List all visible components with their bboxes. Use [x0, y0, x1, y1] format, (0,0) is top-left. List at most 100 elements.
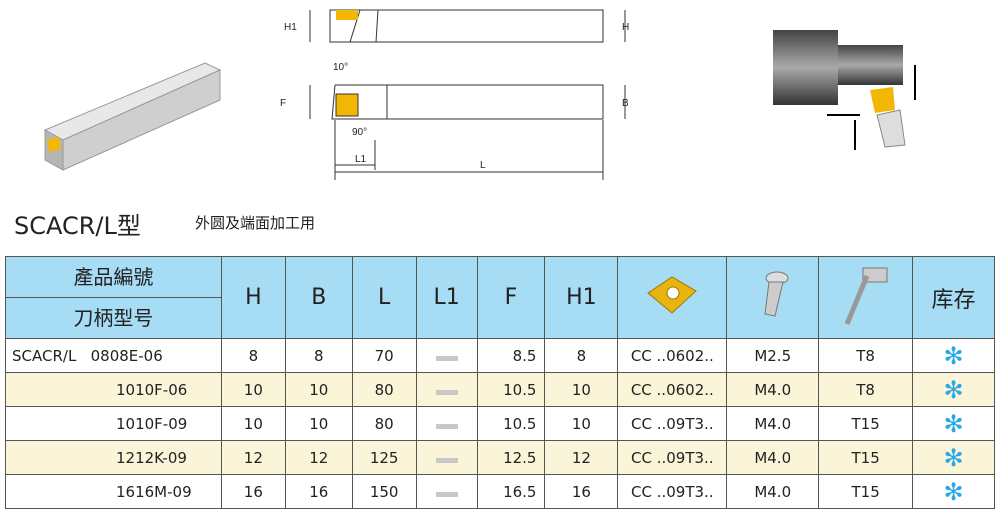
cell-l1 [415, 474, 478, 509]
label-f: F [280, 98, 287, 109]
cell-screw: M4.0 [726, 440, 820, 475]
header-model-cn2: 刀柄型号 [73, 306, 154, 330]
cell-b: 12 [284, 440, 353, 475]
header-h1: H1 [544, 256, 619, 339]
cell-l: 70 [351, 338, 417, 373]
cell-l: 80 [351, 372, 417, 407]
cell-insert: CC ..0602.. [617, 338, 728, 373]
cell-key: T15 [818, 440, 914, 475]
cell-h1: 16 [544, 474, 619, 509]
cell-key: T15 [818, 406, 914, 441]
header-l1: L1 [415, 256, 478, 339]
cell-b: 10 [284, 372, 353, 407]
cell-key: T8 [818, 372, 914, 407]
in-stock-icon: ✻ [943, 409, 964, 438]
cell-model: 1010F-06 [5, 372, 222, 407]
cell-f: 10.5 [476, 406, 546, 441]
product-subtitle: 外圆及端面加工用 [195, 214, 316, 232]
product-title: SCACR/L型 [14, 212, 141, 240]
cell-b: 16 [284, 474, 353, 509]
cell-stock: ✻ [912, 440, 995, 475]
wrench-icon [844, 267, 888, 325]
header-stock: 库存 [912, 256, 995, 339]
label-h: H [622, 22, 630, 33]
label-l: L [480, 160, 486, 171]
cell-f: 16.5 [476, 474, 546, 509]
label-h1: H1 [284, 22, 297, 33]
cell-model: 1616M-09 [5, 474, 222, 509]
cell-h: 12 [220, 440, 286, 475]
cell-model: SCACR/L 0808E-06 [5, 338, 222, 373]
header-insert [617, 256, 728, 339]
cell-b: 8 [284, 338, 353, 373]
dimension-drawing [309, 9, 626, 180]
cell-stock: ✻ [912, 406, 995, 441]
cell-l1 [415, 372, 478, 407]
dash-icon [435, 389, 458, 395]
cell-model: 1010F-09 [5, 406, 222, 441]
cell-h: 8 [220, 338, 286, 373]
cell-l1 [415, 338, 478, 373]
cell-l: 80 [351, 406, 417, 441]
machining-diagram [773, 30, 916, 150]
cell-l: 150 [351, 474, 417, 509]
insert-icon [647, 275, 698, 314]
cell-b: 10 [284, 406, 353, 441]
in-stock-icon: ✻ [943, 477, 964, 506]
in-stock-icon: ✻ [943, 341, 964, 370]
label-b: B [622, 98, 629, 109]
header-f: F [476, 256, 546, 339]
header-model: 產品編號 刀柄型号 [5, 256, 222, 339]
header-l: L [351, 256, 417, 339]
in-stock-icon: ✻ [943, 375, 964, 404]
cell-stock: ✻ [912, 474, 995, 509]
label-l1: L1 [355, 154, 367, 165]
cell-key: T15 [818, 474, 914, 509]
screw-icon [764, 271, 789, 317]
label-angle-10: 10° [333, 62, 349, 73]
cell-insert: CC ..09T3.. [617, 440, 728, 475]
header-model-cn1: 產品編號 [6, 257, 221, 298]
tool-holder-image [43, 62, 222, 171]
dash-icon [435, 423, 458, 429]
cell-h1: 10 [544, 372, 619, 407]
cell-insert: CC ..09T3.. [617, 474, 728, 509]
cell-screw: M4.0 [726, 406, 820, 441]
cell-insert: CC ..09T3.. [617, 406, 728, 441]
in-stock-icon: ✻ [943, 443, 964, 472]
label-angle-90: 90° [352, 127, 368, 138]
header-screw [726, 256, 820, 339]
cell-l1 [415, 440, 478, 475]
cell-insert: CC ..0602.. [617, 372, 728, 407]
cell-screw: M4.0 [726, 372, 820, 407]
cell-stock: ✻ [912, 338, 995, 373]
cell-f: 10.5 [476, 372, 546, 407]
cell-f: 12.5 [476, 440, 546, 475]
cell-screw: M4.0 [726, 474, 820, 509]
cell-h1: 12 [544, 440, 619, 475]
dash-icon [435, 457, 458, 463]
dash-icon [435, 355, 458, 361]
header-wrench [818, 256, 914, 339]
header-b: B [284, 256, 353, 339]
cell-l: 125 [351, 440, 417, 475]
cell-h: 10 [220, 406, 286, 441]
spec-table: 產品編號 刀柄型号 H B L L1 F H1 库存 SCACR/L 0808E… [5, 256, 995, 509]
cell-l1 [415, 406, 478, 441]
cell-h: 10 [220, 372, 286, 407]
header-h: H [220, 256, 286, 339]
dash-icon [435, 491, 458, 497]
cell-screw: M2.5 [726, 338, 820, 373]
cell-stock: ✻ [912, 372, 995, 407]
cell-model: 1212K-09 [5, 440, 222, 475]
cell-h1: 8 [544, 338, 619, 373]
cell-h1: 10 [544, 406, 619, 441]
cell-key: T8 [818, 338, 914, 373]
cell-h: 16 [220, 474, 286, 509]
cell-f: 8.5 [476, 338, 546, 373]
